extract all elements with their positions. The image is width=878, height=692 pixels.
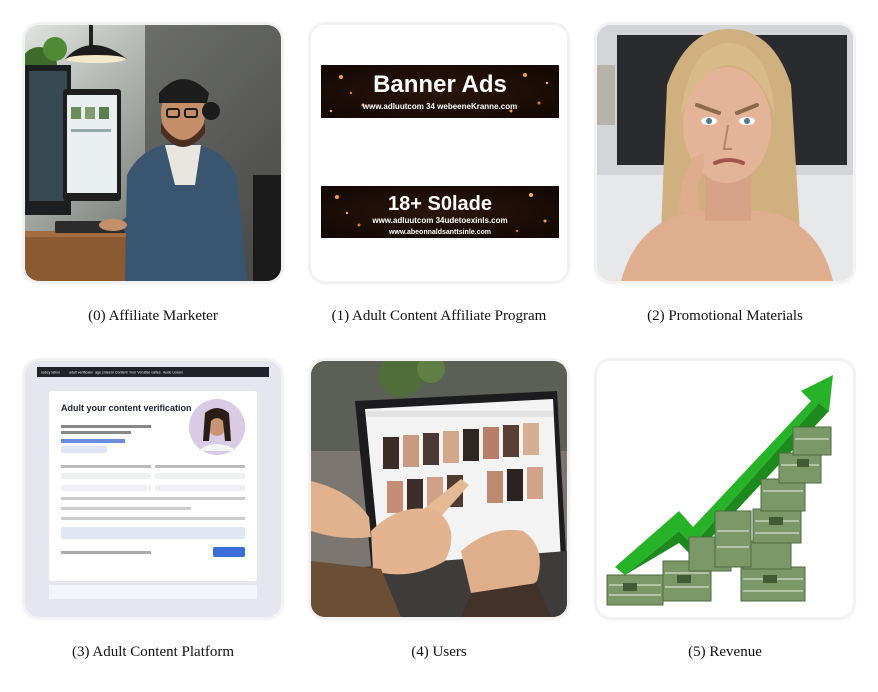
platform-nav-3: age cnteent bbox=[95, 371, 114, 375]
caption-adult-content-platform: (3) Adult Content Platform bbox=[71, 644, 235, 660]
banner-ad-top-url: www.adluutcom 34 webeeneKranne.com bbox=[362, 102, 517, 111]
banner-ad-top-headline: Banner Ads bbox=[373, 71, 507, 98]
platform-screenshot: sabcy lation adult verificaiw age cnteen… bbox=[25, 361, 281, 617]
platform-heading: Adult your content verification bbox=[61, 403, 192, 413]
caption-affiliate-marketer: (0) Affiliate Marketer bbox=[88, 308, 218, 324]
caption-promotional-materials: (2) Promotional Materials bbox=[647, 308, 803, 324]
caption-affiliate-program: (1) Adult Content Affiliate Program bbox=[331, 308, 547, 324]
users-illustration bbox=[311, 361, 567, 617]
promotional-materials-photo bbox=[597, 25, 853, 281]
banner-ad-bottom-url: www.adluutcom 34udetoexinls.com bbox=[371, 216, 507, 225]
platform-nav-2: adult verificaiw bbox=[69, 371, 93, 375]
platform-nav-1: sabcy lation bbox=[41, 371, 60, 375]
platform-illustration: sabcy lation adult verificaiw age cnteen… bbox=[25, 361, 281, 617]
caption-users: (4) Users bbox=[411, 644, 467, 660]
banner-ads-illustration: Banner Ads www.adluutcom 34 webeeneKrann… bbox=[311, 25, 567, 281]
affiliate-marketer-photo bbox=[25, 25, 281, 281]
banner-ad-bottom-url-2: www.abeonnaldsanttsinle.com bbox=[388, 229, 491, 236]
banner-ad-bottom-headline: 18+ S0lade bbox=[388, 193, 492, 215]
platform-nav-5: Your Verutlse valtes bbox=[129, 371, 161, 375]
users-photo bbox=[311, 361, 567, 617]
promotional-banners-photo: Banner Ads www.adluutcom 34 webeeneKrann… bbox=[311, 25, 567, 281]
caption-revenue: (5) Revenue bbox=[688, 644, 762, 660]
platform-nav-6: Aude Uoiani bbox=[163, 371, 183, 375]
platform-nav-4: Content bbox=[115, 371, 128, 375]
banner-ad-bottom: 18+ S0lade www.adluutcom 34udetoexinls.c… bbox=[321, 186, 559, 238]
revenue-photo bbox=[597, 361, 853, 617]
banner-ad-top: Banner Ads www.adluutcom 34 webeeneKrann… bbox=[321, 65, 559, 118]
revenue-illustration bbox=[597, 361, 853, 617]
affiliate-marketer-illustration bbox=[25, 25, 281, 281]
promotional-materials-illustration bbox=[597, 25, 853, 281]
